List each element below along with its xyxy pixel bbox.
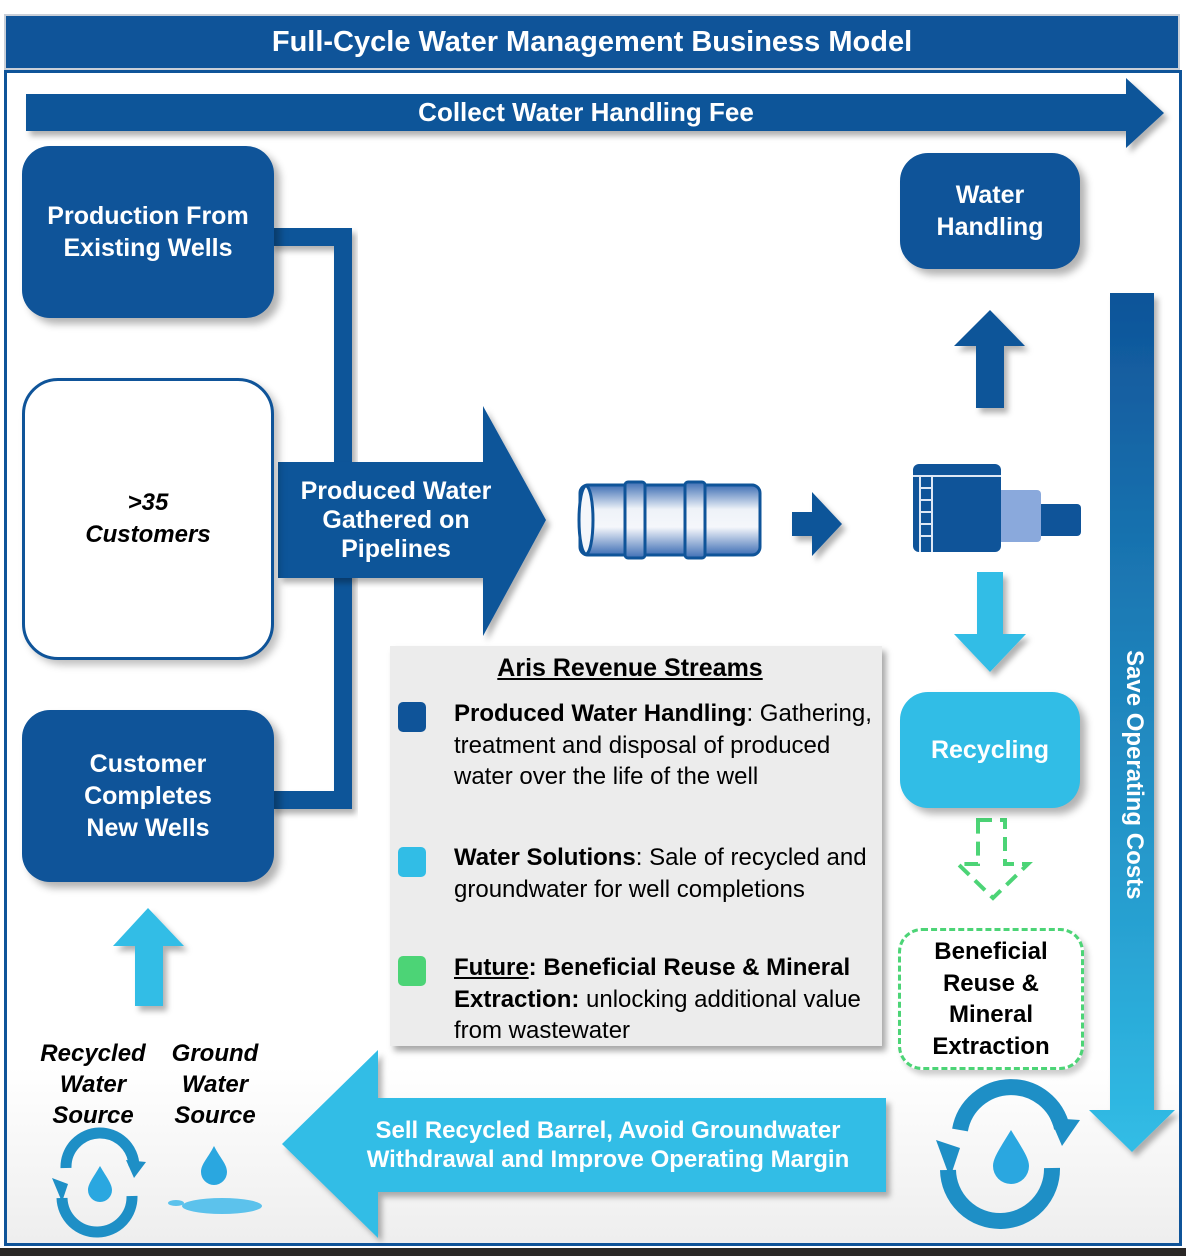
gather-arrow [278, 406, 546, 636]
customers-label: Customers [85, 521, 211, 548]
dashed-arrow-beneficial [953, 818, 1033, 901]
legend-title: Aris Revenue Streams [497, 654, 763, 682]
gather-arrow-label: Produced Water Gathered on Pipelines [300, 476, 492, 563]
legend-text: Future: Beneficial Reuse & Mineral Extra… [454, 952, 874, 1047]
ground-source-label: Ground Water Source [171, 1040, 259, 1129]
legend-item-prefix: Future [454, 954, 529, 981]
diagram-title: Full-Cycle Water Management Business Mod… [4, 14, 1180, 70]
up-arrow-water-handling [954, 310, 1025, 408]
sell-recycled-arrow [282, 1050, 886, 1238]
beneficial-reuse-box: Beneficial Reuse & Mineral Extraction [898, 928, 1084, 1070]
pipe-icon [577, 480, 762, 560]
legend-item-heading: Water Solutions [454, 844, 636, 871]
legend-text: Produced Water Handling: Gathering, trea… [454, 698, 874, 793]
collect-fee-arrow [26, 78, 1164, 148]
revenue-streams-legend: Aris Revenue Streams Produced Water Hand… [390, 646, 882, 1046]
legend-text: Water Solutions: Sale of recycled and gr… [454, 842, 874, 905]
water-handling-label: Water Handling [936, 181, 1044, 241]
recycle-water-icon-small [52, 1127, 146, 1238]
production-existing-wells-box: Production From Existing Wells [22, 146, 274, 318]
up-arrow-new-wells [113, 908, 184, 1006]
water-handling-box: Water Handling [900, 153, 1080, 269]
pipe-to-tank-arrow [792, 492, 842, 556]
recycling-label: Recycling [930, 736, 1050, 764]
collect-fee-label: Collect Water Handling Fee [418, 97, 754, 127]
sell-recycled-label: Sell Recycled Barrel, Avoid Groundwater … [366, 1117, 850, 1173]
save-costs-label-wrap: Save Operating Costs [1112, 300, 1156, 1130]
legend-item-description: : Gathering, treatment and disposal of p… [454, 700, 872, 790]
production-existing-wells-label: Production From Existing Wells [47, 202, 249, 262]
save-costs-label: Save Operating Costs [1121, 650, 1148, 900]
water-drop-icon [168, 1146, 262, 1214]
legend-item-heading: : Beneficial Reuse & Mineral Extraction: [454, 954, 851, 1013]
beneficial-reuse-label: Beneficial Reuse & Mineral Extraction [932, 938, 1050, 1060]
new-wells-box: Customer Completes New Wells [22, 710, 274, 882]
bottom-strip [0, 1248, 1186, 1256]
legend-swatch-light-blue [398, 847, 426, 877]
legend-item-description: unlocking additional value from wastewat… [454, 985, 861, 1045]
down-arrow-recycling [954, 572, 1026, 672]
new-wells-label: Customer Completes New Wells [84, 750, 212, 842]
save-costs-arrow [1089, 293, 1175, 1152]
legend-item-heading: Produced Water Handling [454, 700, 747, 727]
customers-count: >35 [127, 489, 169, 516]
legend-item-description: : Sale of recycled and groundwater for w… [454, 844, 867, 903]
legend-swatch-dark-blue [398, 702, 426, 732]
recycling-box: Recycling [900, 692, 1080, 808]
storage-tank-icon [913, 464, 1081, 552]
recycled-source-label: Recycled Water Source [40, 1040, 146, 1129]
legend-swatch-green [398, 956, 426, 986]
customers-box: >35 Customers [22, 378, 274, 660]
recycle-water-icon-large [936, 1079, 1080, 1229]
